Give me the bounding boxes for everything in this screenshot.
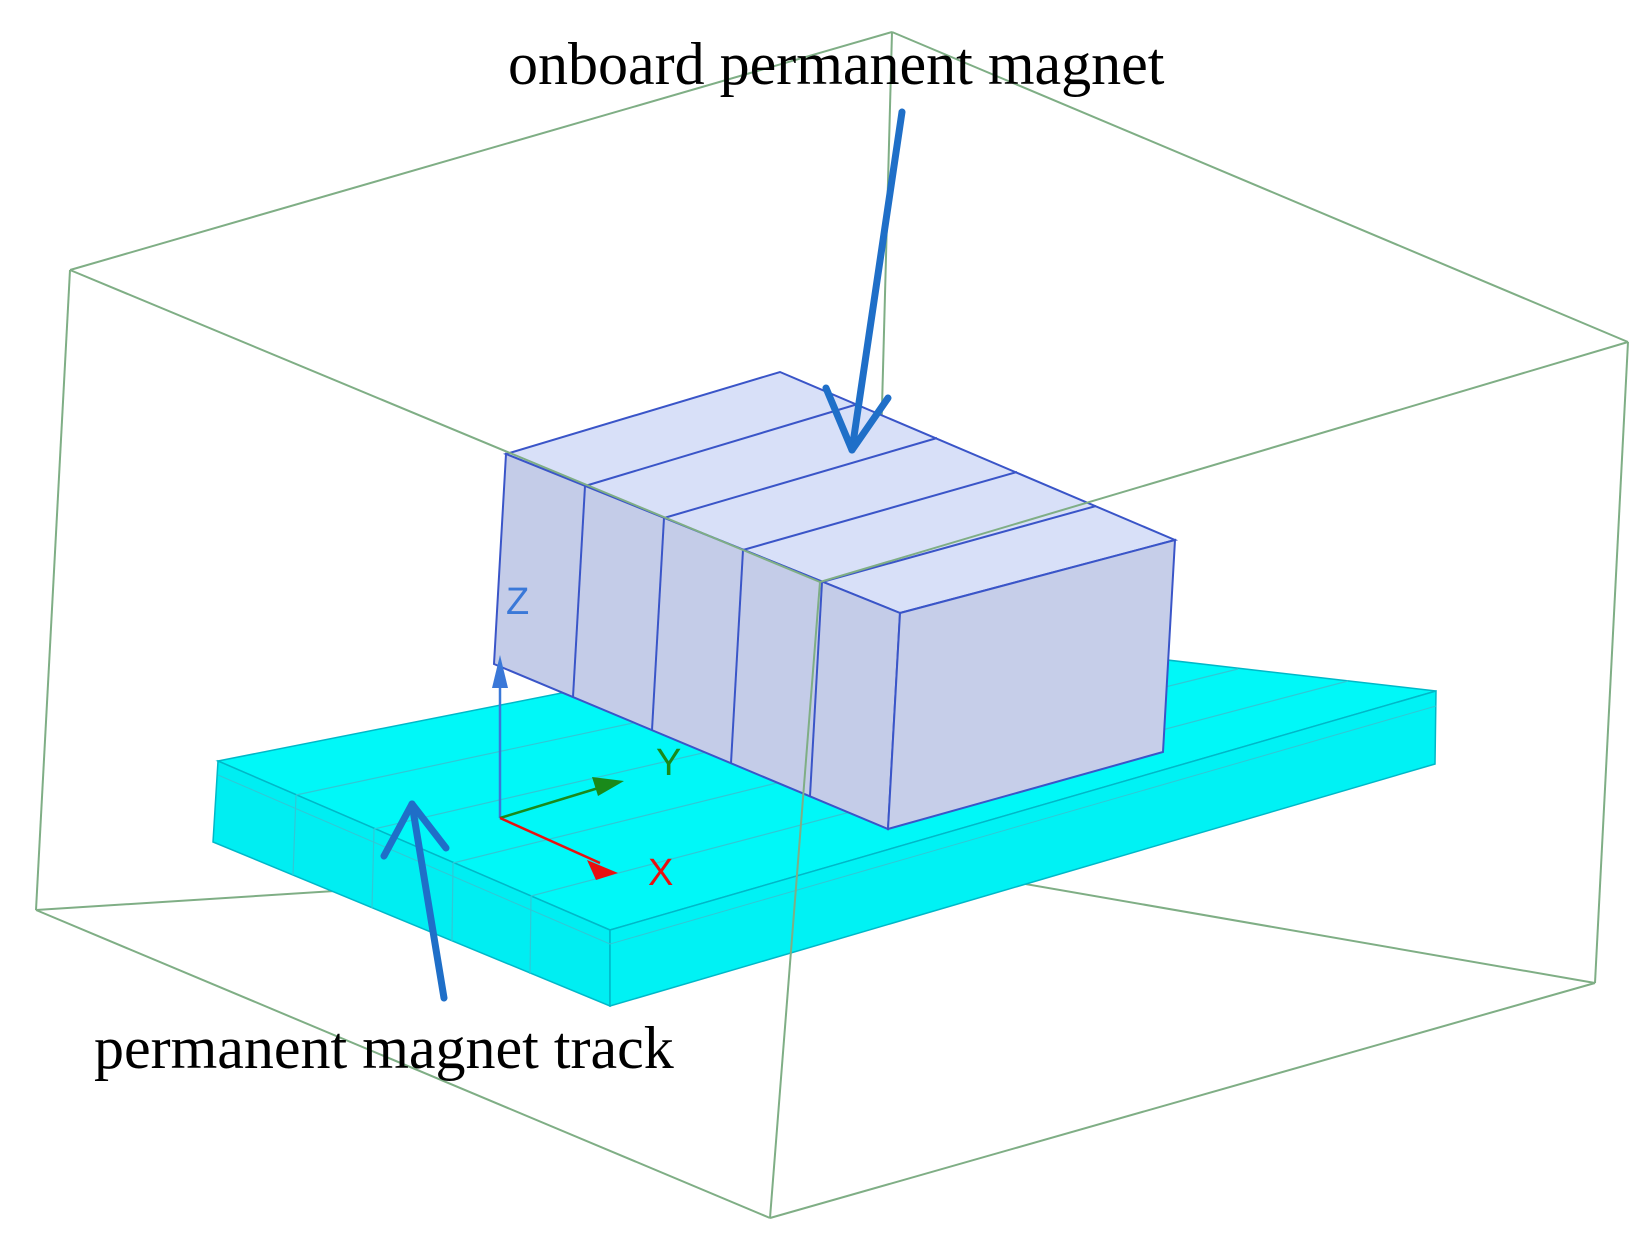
track-right-face — [609, 689, 1437, 1008]
x-axis-label: X — [648, 852, 673, 894]
track-top-edge-line — [217, 774, 611, 945]
x-axis-arrowhead — [587, 860, 618, 880]
onboard-permanent-magnet — [492, 370, 1179, 831]
x-axis-line — [499, 816, 601, 865]
magnet-front-divisions — [572, 485, 823, 797]
y-axis-label: Y — [656, 742, 681, 784]
track-pointer-arrow — [380, 800, 450, 1002]
z-axis-arrowhead — [492, 655, 508, 688]
z-axis-label: Z — [506, 581, 529, 623]
annotation-arrows — [380, 108, 906, 1002]
y-axis-line — [499, 784, 606, 820]
bounding-box-front — [35, 269, 1629, 1219]
y-axis-arrowhead — [592, 777, 624, 796]
coordinate-axes: Z Y X — [492, 581, 681, 894]
magnet-right-face — [886, 538, 1177, 831]
track-right-edge-line — [609, 705, 1437, 945]
onboard-magnet-pointer-arrow — [822, 108, 906, 454]
onboard-magnet-label: onboard permanent magnet — [508, 31, 1165, 97]
magnet-track-label: permanent magnet track — [94, 1015, 674, 1081]
magnet-top-divisions — [584, 403, 1097, 583]
